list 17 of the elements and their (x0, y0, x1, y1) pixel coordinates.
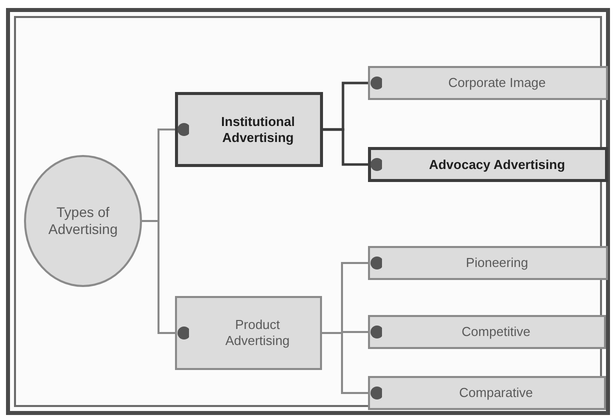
category-box (175, 92, 323, 167)
category-box (368, 315, 606, 349)
node-label: Corporate Image (448, 75, 546, 91)
node-label: Institutional Advertising (220, 114, 296, 146)
connector (322, 332, 384, 400)
node-label: Advocacy Advertising (428, 156, 566, 172)
node-label: Competitive (462, 324, 530, 340)
category-box (175, 296, 322, 370)
node-label: Types of Advertising (47, 204, 119, 238)
category-box (368, 376, 606, 410)
connector (323, 128, 384, 171)
category-box (368, 147, 608, 182)
category-box (368, 246, 608, 280)
node-label: Product Advertising (224, 317, 291, 349)
node-label: Pioneering (466, 255, 528, 271)
category-box (368, 66, 608, 100)
node-label: Comparative (459, 385, 533, 401)
